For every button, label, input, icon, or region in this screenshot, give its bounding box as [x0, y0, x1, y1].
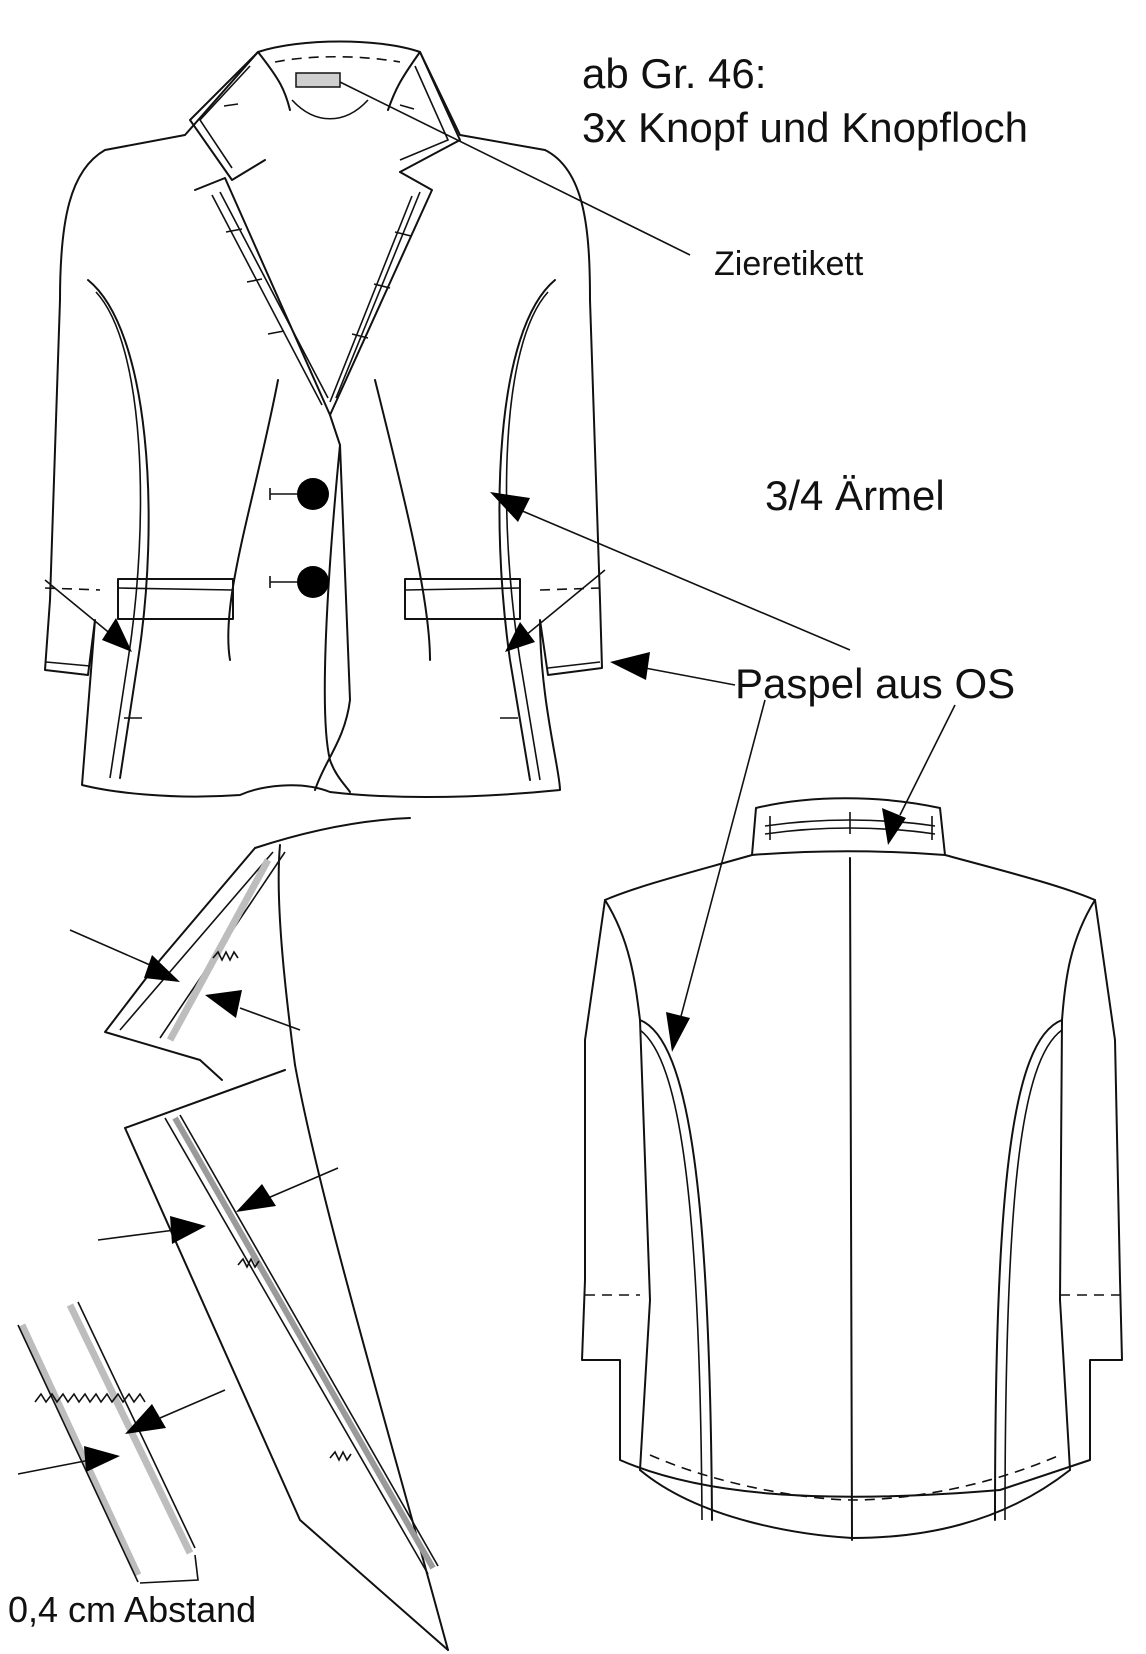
detail-lapel — [124, 1069, 449, 1651]
lapel-detail — [104, 817, 449, 1651]
center-back-seam — [849, 857, 853, 1541]
size-note-line1: ab Gr. 46: — [582, 50, 766, 97]
callout-arrows — [17, 81, 956, 1475]
back-collar — [751, 797, 946, 856]
jacket-front-view — [44, 40, 603, 798]
collar-left — [189, 51, 266, 181]
lapel-bartacks — [223, 103, 415, 339]
collar-right — [399, 51, 461, 173]
back-body — [581, 854, 1123, 1498]
label-ziertiketett: Zieretikett — [714, 245, 864, 283]
button-top — [297, 478, 329, 510]
pocket-flap-left — [117, 578, 234, 620]
size-note-line2: 3x Knopf und Knopfloch — [582, 104, 1028, 151]
back-hem — [639, 1469, 1071, 1539]
arrow-front-right — [505, 622, 535, 652]
pocket-flap-right — [404, 578, 521, 620]
arrow-detail-3 — [236, 1184, 276, 1212]
arrow-detail-2 — [205, 990, 242, 1018]
neck-curve — [291, 99, 369, 120]
arrow-detail-4 — [170, 1216, 206, 1244]
princess-seam-right — [994, 1019, 1063, 1521]
jacket-back-view — [581, 797, 1123, 1541]
label-sleeve: 3/4 Ärmel — [765, 472, 945, 519]
label-piping: Paspel aus OS — [735, 660, 1015, 707]
label-distance: 0,4 cm Abstand — [8, 1589, 256, 1630]
detail-collar — [104, 847, 256, 1081]
lapel-right — [329, 171, 433, 416]
arrow-back-seam — [666, 1012, 690, 1052]
arrow-side-panel — [490, 492, 530, 522]
arrow-sleeve — [610, 652, 650, 680]
arrow-spacing-1 — [125, 1404, 166, 1434]
decor-label — [295, 72, 341, 88]
arrow-back-collar — [882, 808, 906, 845]
front-outline — [44, 40, 603, 798]
princess-seam-left — [639, 1019, 713, 1521]
front-edge — [314, 444, 351, 793]
arrow-front-left — [102, 618, 132, 652]
piping-spacing-detail — [17, 1301, 199, 1584]
lapel-left — [194, 177, 341, 446]
arrow-detail-1 — [144, 955, 180, 982]
arrow-spacing-2 — [84, 1446, 120, 1472]
neck-stitch — [274, 55, 401, 63]
button-bottom — [297, 566, 329, 598]
back-neck — [257, 51, 421, 111]
